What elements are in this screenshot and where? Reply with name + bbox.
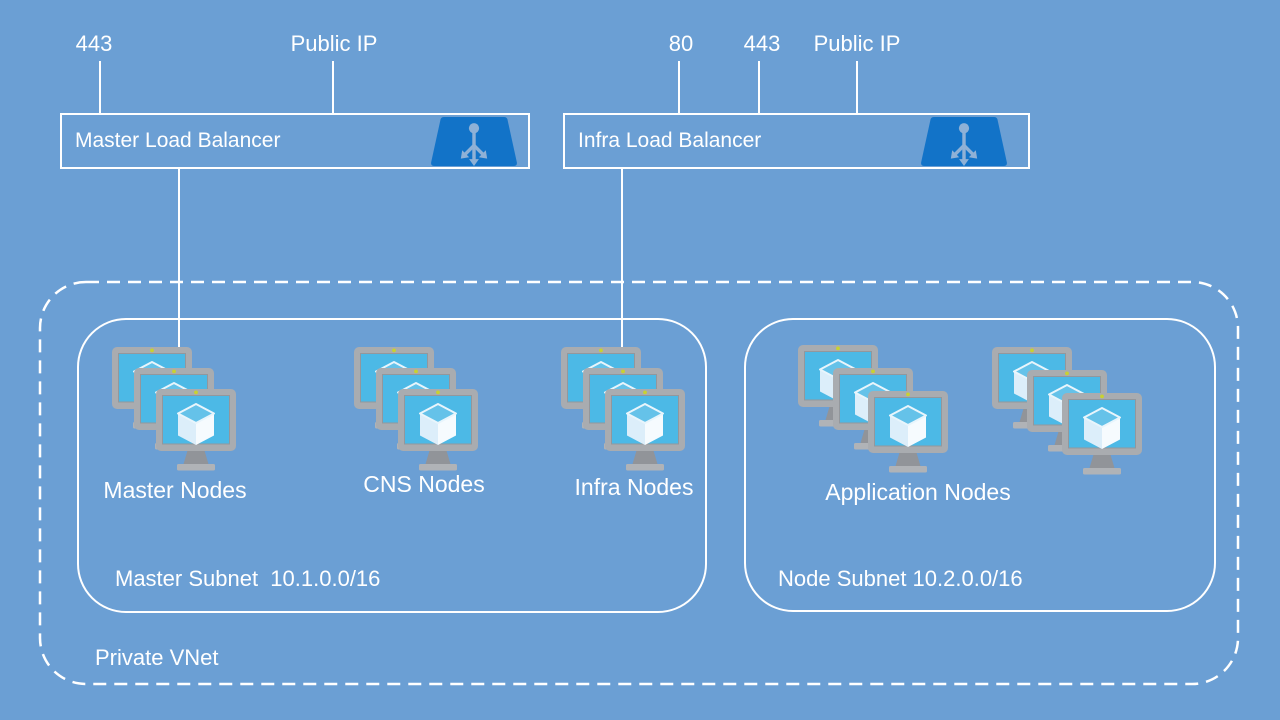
infra-load-balancer-label: Infra Load Balancer: [578, 129, 762, 152]
vm-monitor-icon: [1061, 392, 1143, 476]
vm-monitor-icon: [604, 388, 686, 472]
vm-monitor-icon: [155, 388, 237, 472]
node-subnet-box: [744, 318, 1216, 612]
master-nodes-cluster: [112, 347, 237, 472]
application-nodes-label: Application Nodes: [825, 479, 1011, 505]
infra-load-balancer-box: Infra Load Balancer: [563, 113, 1030, 169]
master-lb-port-443-label: 443: [75, 31, 113, 56]
infra-nodes-label: Infra Nodes: [574, 474, 694, 500]
vm-monitor-icon: [867, 390, 949, 474]
private-vnet-boundary: [38, 280, 1240, 686]
node-subnet-label: Node Subnet 10.2.0.0/16: [778, 566, 1023, 591]
application-nodes-cluster-1: [798, 345, 949, 474]
master-subnet-label: Master Subnet 10.1.0.0/16: [115, 566, 381, 591]
private-vnet-label: Private VNet: [95, 645, 219, 670]
application-nodes-cluster-2: [992, 347, 1143, 476]
master-lb-public-ip-label: Public IP: [290, 31, 378, 56]
master-nodes-label: Master Nodes: [103, 477, 247, 503]
master-load-balancer-label: Master Load Balancer: [75, 129, 281, 152]
master-load-balancer-box: Master Load Balancer: [60, 113, 530, 169]
load-balancer-icon: [919, 116, 1009, 167]
cns-nodes-label: CNS Nodes: [363, 471, 485, 497]
vm-monitor-icon: [397, 388, 479, 472]
infra-lb-public-ip-label: Public IP: [813, 31, 901, 56]
master-subnet-box: [77, 318, 707, 613]
infra-nodes-cluster: [561, 347, 686, 472]
infra-lb-port-443-label: 443: [743, 31, 781, 56]
load-balancer-icon: [429, 116, 519, 167]
cns-nodes-cluster: [354, 347, 479, 472]
infra-lb-port-80-label: 80: [668, 31, 694, 56]
